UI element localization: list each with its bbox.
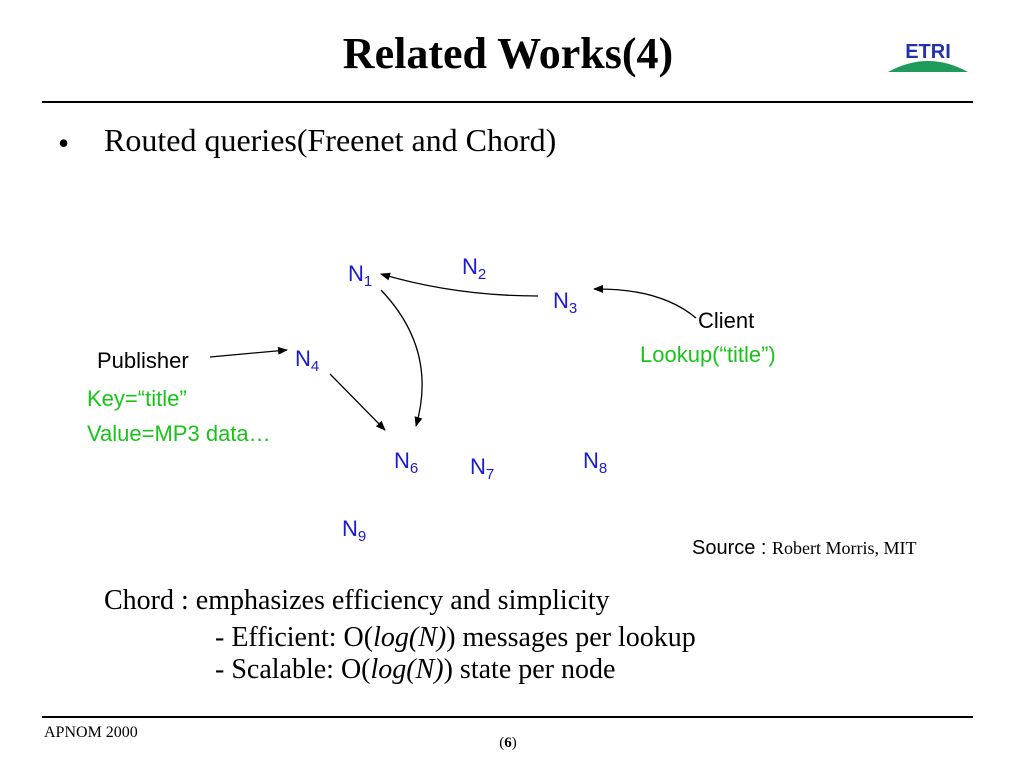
- bullet-text: Routed queries(Freenet and Chord): [104, 122, 557, 158]
- footer-conference: APNOM 2000: [44, 724, 138, 741]
- arrow-publisher-to-n4: [209, 346, 288, 358]
- node-n7: N7: [470, 454, 495, 483]
- node-n2: N2: [462, 254, 487, 283]
- logo-arc: [888, 61, 968, 72]
- node-n8: N8: [583, 448, 608, 477]
- bullet-marker: •: [58, 125, 70, 161]
- title-divider: [42, 101, 973, 103]
- node-n9: N9: [342, 516, 367, 545]
- arrow-client-to-n3: [593, 284, 697, 319]
- node-n3: N3: [553, 288, 578, 317]
- footer-divider: [42, 716, 973, 718]
- arrow-n3-to-n1: [380, 272, 539, 297]
- client-lookup: Lookup(“title”): [640, 342, 776, 367]
- source-credit: Source : Robert Morris, MIT: [692, 537, 917, 559]
- publisher-label: Publisher: [97, 348, 189, 373]
- arrow-n4-to-n6: [329, 373, 386, 431]
- chord-scalable-line: - Scalable: O(log(N)) state per node: [215, 654, 616, 685]
- etri-logo: ETRI: [888, 41, 968, 72]
- arrow-n1-to-n6: [380, 289, 423, 427]
- publisher-key: Key=“title”: [87, 386, 187, 411]
- page-number: (6): [499, 735, 517, 751]
- chord-summary: Chord : emphasizes efficiency and simpli…: [104, 585, 610, 616]
- node-n6: N6: [394, 448, 419, 477]
- chord-efficient-line: - Efficient: O(log(N)) messages per look…: [215, 622, 696, 653]
- node-n4: N4: [295, 346, 320, 375]
- node-n1: N1: [348, 261, 373, 290]
- publisher-value: Value=MP3 data…: [87, 421, 271, 446]
- client-label: Client: [698, 308, 755, 333]
- slide-title: Related Works(4): [342, 29, 674, 78]
- logo-text: ETRI: [905, 41, 951, 63]
